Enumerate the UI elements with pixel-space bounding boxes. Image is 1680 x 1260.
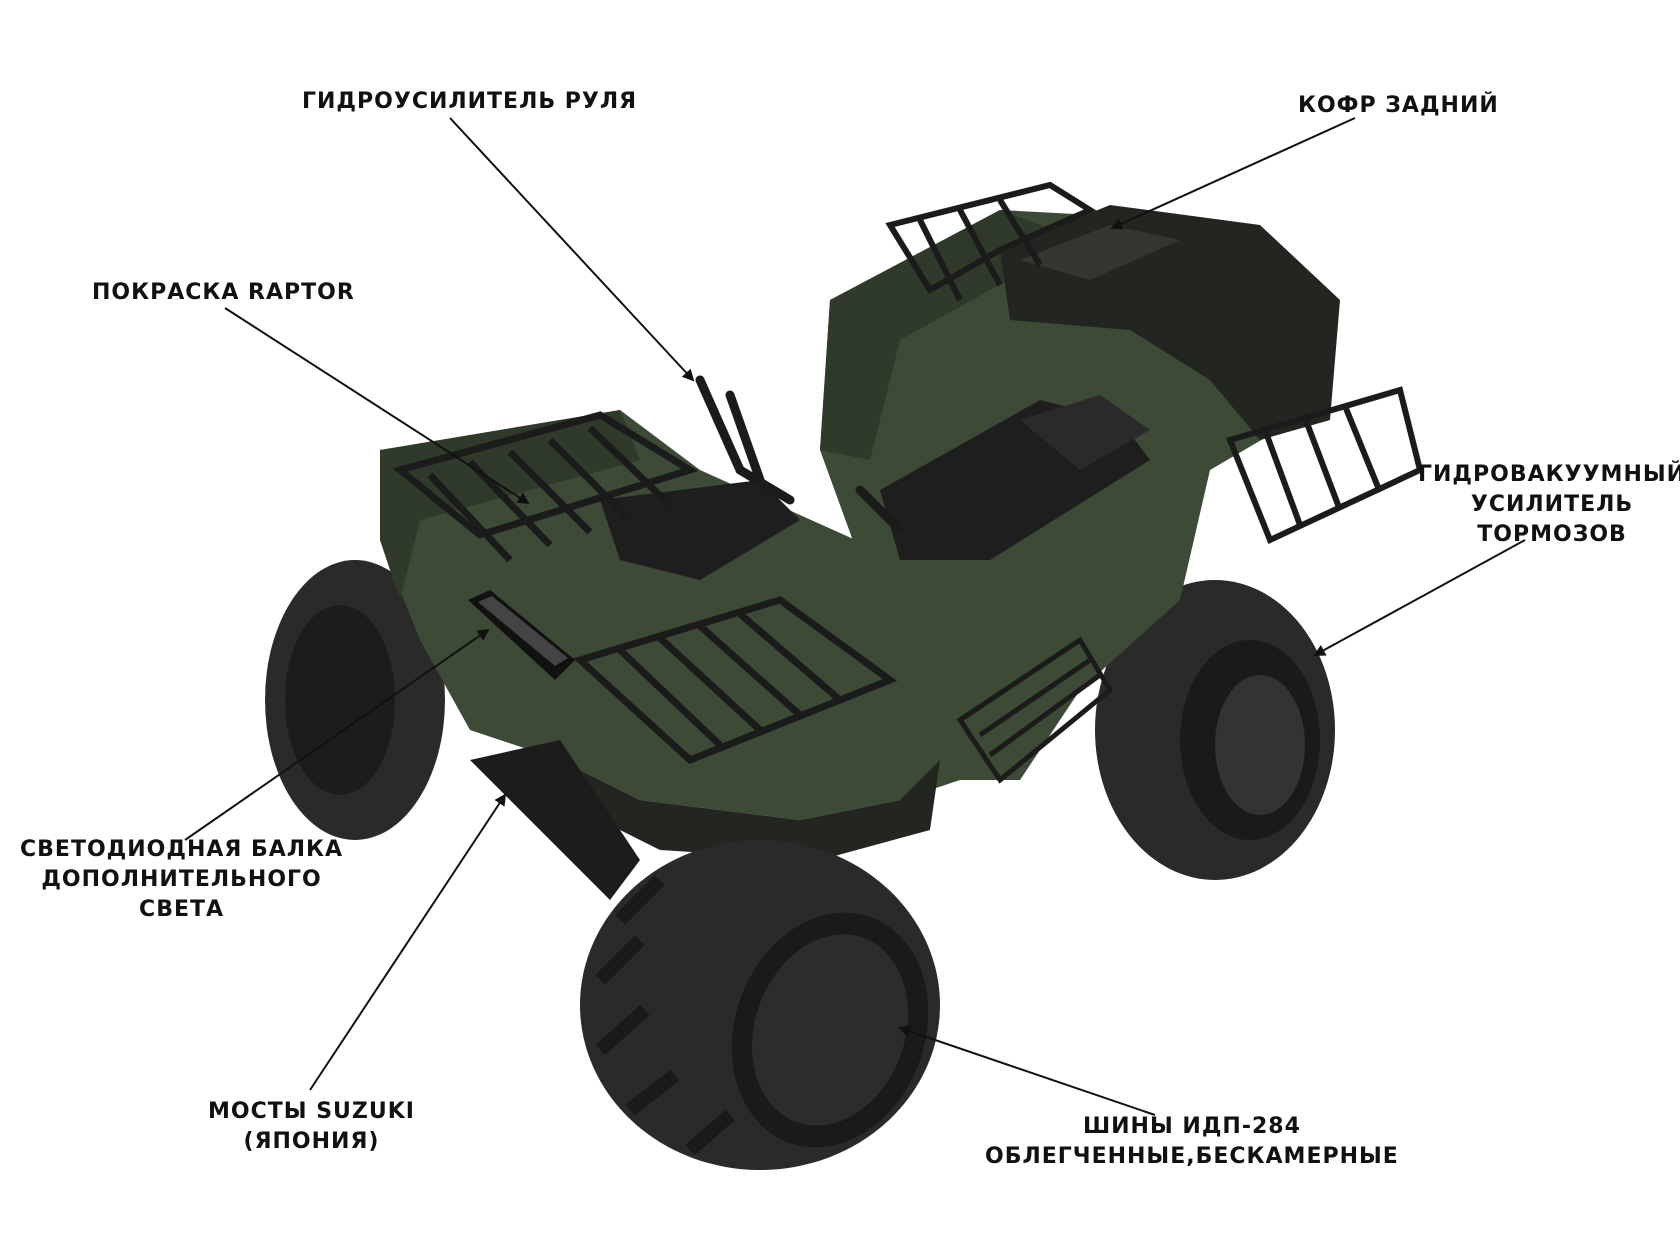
label-brakes-line-3: ТОРМОЗОВ (1477, 522, 1627, 547)
label-tires: ШИНЫ ИДП-284 ОБЛЕГЧЕННЫЕ,БЕСКАМЕРНЫЕ (985, 1112, 1399, 1172)
label-tires-line-1: ШИНЫ ИДП-284 (1082, 1114, 1301, 1139)
leader-rear-box (1110, 117, 1356, 230)
front-left-wheel (265, 560, 445, 840)
rear-right-wheel (1095, 580, 1335, 880)
leader-axles (309, 793, 507, 1091)
seat (880, 395, 1150, 560)
label-axles-line-1: МОСТЫ SUZUKI (208, 1099, 415, 1124)
label-tires-line-2: ОБЛЕГЧЕННЫЕ,БЕСКАМЕРНЫЕ (985, 1144, 1399, 1169)
label-led-bar: СВЕТОДИОДНАЯ БАЛКА ДОПОЛНИТЕЛЬНОГО СВЕТА (20, 835, 343, 925)
label-paint: ПОКРАСКА RAPTOR (92, 278, 355, 308)
label-rear-box-line: КОФР ЗАДНИЙ (1298, 93, 1499, 118)
leader-tires (898, 1025, 1156, 1116)
front-rack (392, 411, 898, 765)
label-axles-line-2: (ЯПОНИЯ) (243, 1129, 380, 1154)
led-light-bar (468, 590, 575, 680)
front-axle (470, 740, 640, 900)
label-axles: МОСТЫ SUZUKI (ЯПОНИЯ) (208, 1097, 415, 1157)
label-brakes-line-2: УСИЛИТЕЛЬ (1470, 492, 1634, 517)
leader-brakes (1313, 539, 1526, 656)
leader-paint (224, 307, 530, 505)
label-brakes: ГИДРОВАКУУМНЫЙ УСИЛИТЕЛЬ ТОРМОЗОВ (1418, 460, 1680, 550)
rear-racks (885, 181, 1424, 545)
label-led-bar-line-3: СВЕТА (139, 897, 225, 922)
leader-led-bar (184, 628, 490, 841)
label-steering-line: ГИДРОУСИЛИТЕЛЬ РУЛЯ (302, 89, 638, 114)
label-steering: ГИДРОУСИЛИТЕЛЬ РУЛЯ (302, 87, 637, 117)
front-right-wheel (580, 840, 940, 1170)
label-led-bar-line-1: СВЕТОДИОДНАЯ БАЛКА (20, 837, 344, 862)
leader-steering (449, 117, 695, 382)
label-rear-box: КОФР ЗАДНИЙ (1298, 91, 1499, 121)
rear-box (1000, 205, 1340, 440)
label-paint-line: ПОКРАСКА RAPTOR (92, 280, 355, 305)
label-brakes-line-1: ГИДРОВАКУУМНЫЙ (1418, 462, 1680, 487)
handlebar (695, 375, 905, 535)
footrest (956, 636, 1114, 784)
leader-lines (184, 117, 1526, 1116)
label-led-bar-line-2: ДОПОЛНИТЕЛЬНОГО (41, 867, 322, 892)
